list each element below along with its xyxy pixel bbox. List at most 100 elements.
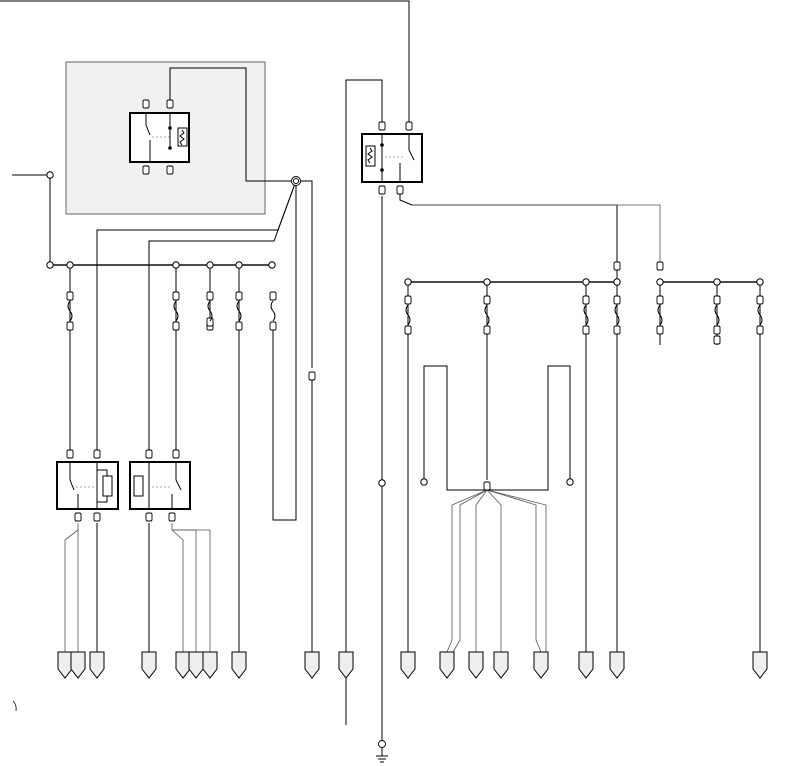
- connector-icon: [493, 651, 509, 679]
- splice-node: [756, 278, 764, 286]
- terminal-pin: [142, 99, 150, 109]
- stray-mark: [12, 700, 17, 712]
- terminal-pin: [656, 261, 664, 271]
- ground-icon: [376, 740, 388, 763]
- right-branch-wires: [399, 192, 761, 653]
- connector-icon: [609, 651, 625, 679]
- terminal-pin: [582, 325, 590, 335]
- terminal-pin: [656, 295, 664, 305]
- terminal-pin: [168, 512, 176, 522]
- splice-node: [483, 278, 491, 286]
- splice-node: [206, 261, 214, 269]
- connector-icon: [533, 651, 549, 679]
- terminal-pin: [404, 295, 412, 305]
- fuse-icon: [714, 304, 720, 326]
- connector-icon: [175, 651, 191, 679]
- terminal-pin: [378, 121, 386, 131]
- coil-icon: [177, 127, 188, 147]
- connector-icon: [752, 651, 768, 679]
- terminal-pin: [404, 325, 412, 335]
- connector-icon: [89, 651, 105, 679]
- fuse-icon: [207, 300, 213, 322]
- terminal-pin: [613, 325, 621, 335]
- connector-icon: [141, 651, 157, 679]
- terminal-pin: [93, 449, 101, 459]
- terminal-pin: [145, 449, 153, 459]
- terminal-pin: [172, 449, 180, 459]
- relay-lower-2: [129, 461, 191, 510]
- splice-node: [66, 261, 74, 269]
- splice-nodes: [46, 171, 764, 487]
- terminal-pin: [235, 321, 243, 331]
- splice-node: [656, 278, 664, 286]
- splice-node: [172, 261, 180, 269]
- terminal-pin: [483, 325, 491, 335]
- terminal-pin: [483, 295, 491, 305]
- terminal-pin: [235, 291, 243, 301]
- relay-module: [129, 112, 190, 163]
- terminal-pin: [713, 325, 721, 335]
- splice-node: [713, 278, 721, 286]
- connector-icon: [439, 651, 455, 679]
- terminal-pin: [66, 291, 74, 301]
- terminal-pin: [166, 165, 174, 175]
- connector-icon: [400, 651, 416, 679]
- terminal-pin: [713, 335, 721, 345]
- fuse-icon: [236, 300, 242, 322]
- fuse-icon: [583, 304, 589, 326]
- terminal-pin: [269, 291, 277, 301]
- terminal-pin: [269, 321, 277, 331]
- terminal-pin: [713, 295, 721, 305]
- connector-icon: [202, 651, 218, 679]
- fuses: [67, 300, 763, 326]
- splice-node: [268, 261, 276, 269]
- fuse-icon: [657, 304, 663, 326]
- terminal-pin: [66, 321, 74, 331]
- terminal-pin: [145, 512, 153, 522]
- splice-node: [293, 178, 299, 184]
- relay-right: [361, 133, 423, 183]
- terminal-pin: [613, 295, 621, 305]
- terminal-pin: [582, 295, 590, 305]
- fuse-icon: [405, 304, 411, 326]
- fuse-icon: [614, 304, 620, 326]
- connector-icon: [338, 651, 354, 679]
- terminal-pin: [378, 185, 386, 195]
- fuse-icon: [173, 300, 179, 322]
- splice-node: [566, 478, 574, 486]
- terminal-pin: [166, 99, 174, 109]
- fuse-icon: [484, 304, 490, 326]
- coil-icon: [365, 145, 376, 167]
- fuse-icon: [67, 300, 73, 322]
- splice-node: [420, 478, 428, 486]
- fuse-icon: [270, 300, 276, 322]
- terminal-pin: [756, 295, 764, 305]
- terminal-pin: [756, 325, 764, 335]
- connector-icon: [188, 651, 204, 679]
- terminal-pin: [142, 165, 150, 175]
- fuse-icon: [757, 304, 763, 326]
- connector-icon: [578, 651, 594, 679]
- splice-node: [378, 479, 386, 487]
- terminal-pin: [308, 371, 316, 381]
- connector-icon: [304, 651, 320, 679]
- terminal-pin: [206, 291, 214, 301]
- terminal-pin: [66, 449, 74, 459]
- terminal-pin: [613, 261, 621, 271]
- splice-node: [404, 278, 412, 286]
- splice-node: [613, 278, 621, 286]
- terminal-pin: [172, 321, 180, 331]
- terminal-pin: [396, 185, 404, 195]
- terminal-pin: [93, 512, 101, 522]
- terminal-pin: [172, 291, 180, 301]
- splice-node: [582, 278, 590, 286]
- relay-lower-1: [56, 461, 119, 510]
- connector-icon: [70, 651, 86, 679]
- harness-connectors: [57, 380, 768, 679]
- main-wires: [0, 0, 410, 740]
- terminal-pin: [405, 121, 413, 131]
- connector-icon: [468, 651, 484, 679]
- connector-pins: [66, 99, 764, 522]
- splice-node: [46, 261, 54, 269]
